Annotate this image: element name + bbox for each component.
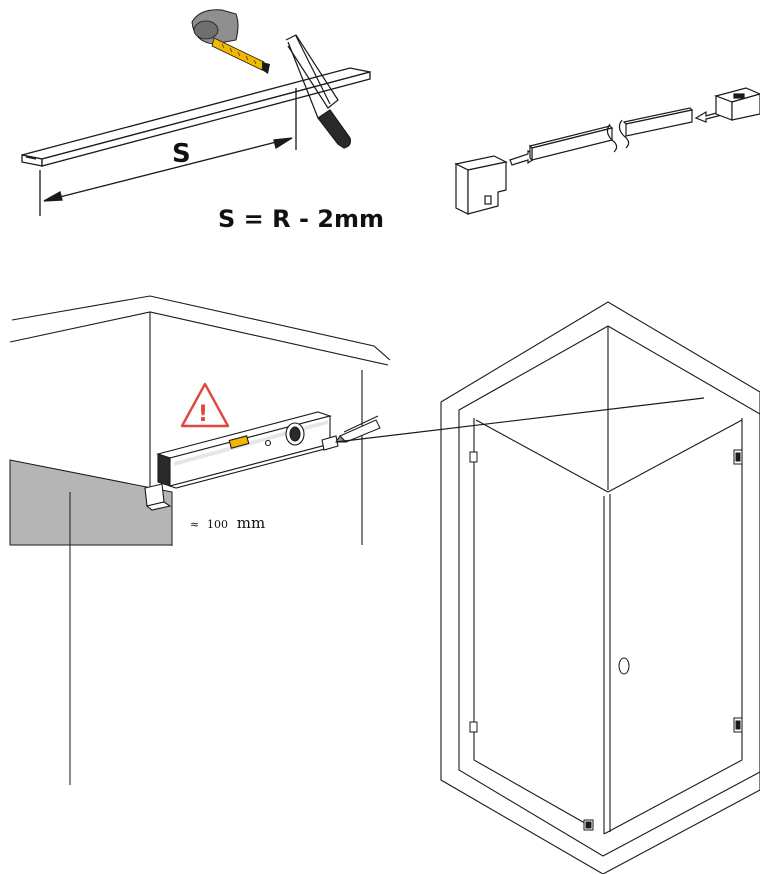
assembly-step [454,87,760,215]
hinge-left-bottom [469,721,478,733]
cut-profile-step [21,67,371,216]
end-cap-right [714,87,760,121]
warning-icon: ! [180,382,230,428]
hacksaw-icon [285,34,351,149]
door-handle [618,657,630,675]
hinge-left-top [469,451,478,463]
svg-text:!: ! [198,402,208,427]
end-cap-left [454,155,508,215]
enclosure-outline-outer [440,301,760,874]
cut-length-label: S [172,139,191,169]
cut-formula: S = R - 2mm [218,205,384,233]
tape-measure-icon [191,9,270,74]
spirit-level-icon [156,411,332,487]
distance-annotation: ≈ 100 mm [171,496,265,546]
distance-unit: mm [237,514,265,532]
distance-prefix: ≈ [190,518,199,531]
svg-text:≈ 100 mm: ≈ 100 mm [190,514,265,532]
shower-enclosure [440,301,760,874]
profile-bar [21,67,371,167]
detail-leader-line [335,397,705,443]
wall-bracket [144,435,339,511]
enclosure-hardware [469,449,743,831]
profile-segment [528,107,694,162]
distance-value: 100 [207,518,228,531]
dimension-arrow [43,137,293,202]
